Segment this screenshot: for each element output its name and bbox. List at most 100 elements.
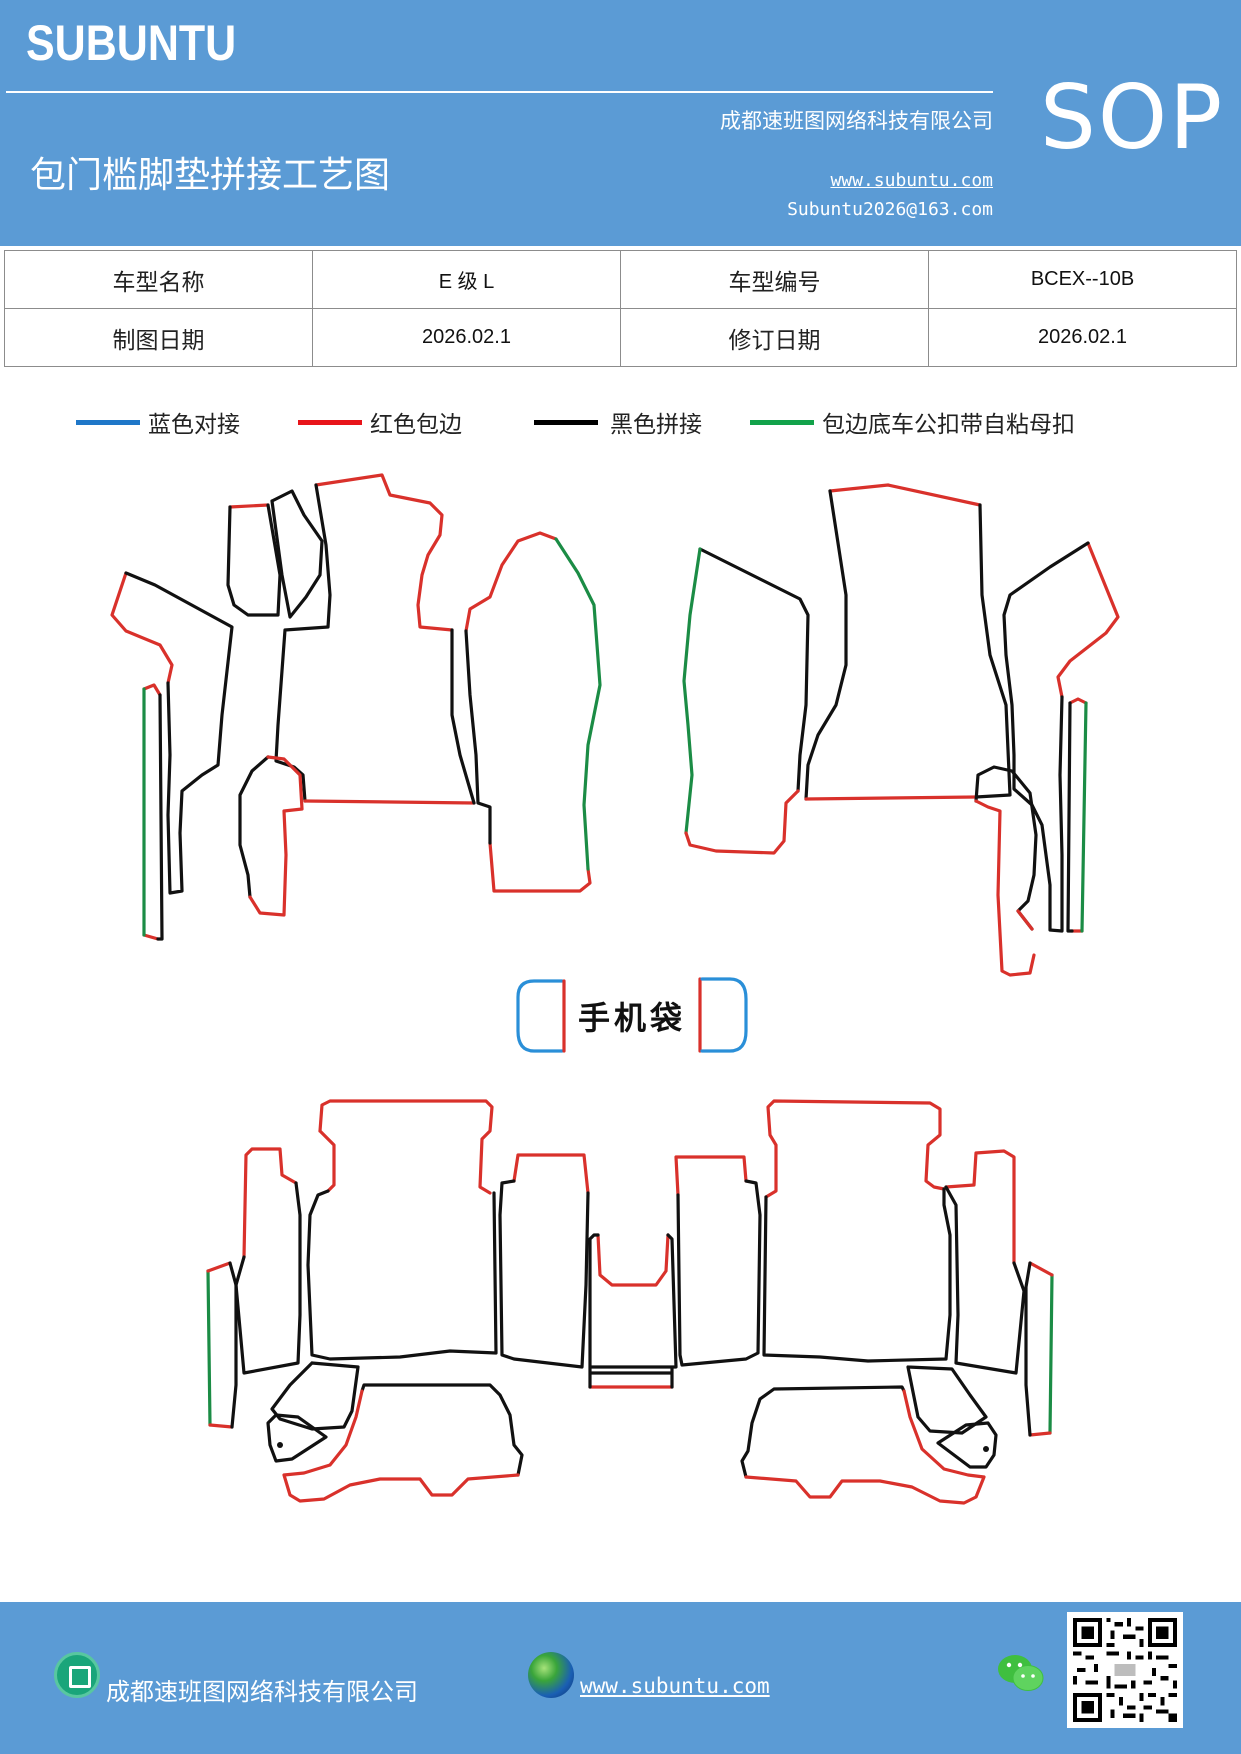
- front-right-sill-black: [1066, 701, 1074, 933]
- front-left-heel-red: [248, 755, 304, 917]
- rear-far-left-red: [242, 1147, 298, 1259]
- qr-code-pattern: [1073, 1618, 1177, 1722]
- draw-date-value: 2026.02.1: [312, 308, 621, 367]
- rear-right-sill-red: [1028, 1261, 1054, 1437]
- rear-left-wedge-black: [270, 1361, 360, 1431]
- website-link[interactable]: www.subuntu.com: [830, 170, 993, 191]
- legend-item-blue: 蓝色对接: [76, 402, 240, 442]
- footer-website-link[interactable]: www.subuntu.com: [580, 1674, 770, 1698]
- model-code-label: 车型编号: [620, 250, 929, 309]
- front-right-left-piece-green: [682, 547, 702, 835]
- front-left-main-outline: [314, 473, 454, 632]
- revise-date-value: 2026.02.1: [928, 308, 1237, 367]
- rear-right-triangle-dot: [983, 1446, 989, 1452]
- revise-date-label: 修订日期: [620, 308, 929, 367]
- front-left-pad-red: [464, 531, 592, 893]
- front-left-piece-a-seam: [226, 503, 282, 617]
- front-right-strip-black: [1002, 541, 1090, 933]
- company-name: 成都速班图网络科技有限公司: [720, 109, 993, 133]
- sop-label: SOP: [1040, 66, 1225, 169]
- model-name-label: 车型名称: [4, 250, 313, 309]
- front-right-main-black: [804, 489, 1012, 801]
- header-divider: [6, 91, 993, 93]
- front-right-heel-black: [974, 765, 1038, 931]
- front-right-strip-red: [1056, 541, 1120, 699]
- table-row: 制图日期 2026.02.1 修订日期 2026.02.1: [4, 308, 1237, 367]
- rear-right-triangle-black: [936, 1421, 998, 1469]
- legend-swatch: [298, 419, 362, 425]
- building-icon: [54, 1652, 100, 1698]
- footer-company-name: 成都速班图网络科技有限公司: [106, 1678, 418, 1706]
- front-left-piece-a: [228, 503, 270, 509]
- legend: 蓝色对接 红色包边 黑色拼接 包边底车公扣带自粘母扣: [0, 402, 1241, 442]
- model-code-value: BCEX--10B: [928, 250, 1237, 309]
- table-row: 车型名称 E 级 L 车型编号 BCEX--10B: [4, 250, 1237, 309]
- rear-center-black: [588, 1233, 678, 1389]
- front-left-strip-seam: [124, 571, 234, 895]
- legend-label: 红色包边: [370, 412, 462, 438]
- rear-right-heel-red: [744, 1389, 986, 1505]
- legend-item-red: 红色包边: [298, 402, 462, 442]
- footer: 成都速班图网络科技有限公司 www.subuntu.com: [0, 1602, 1241, 1754]
- rear-right-top-black: [762, 1187, 952, 1363]
- rear-left-heel-red: [282, 1389, 520, 1503]
- rear-far-right-red: [944, 1149, 1016, 1265]
- qr-code-icon: [1067, 1612, 1183, 1728]
- rear-right-sill-black: [1024, 1261, 1032, 1437]
- front-left-piece-b: [270, 489, 324, 619]
- phone-bag: 手机袋: [516, 977, 748, 1053]
- rear-left-sill-red: [206, 1261, 234, 1429]
- front-left-pad-green: [554, 537, 602, 871]
- rear-left-triangle-black: [266, 1413, 328, 1463]
- rear-right-center-red: [674, 1155, 748, 1197]
- rear-left-triangle-dot: [277, 1442, 283, 1448]
- front-left-bottom-edge: [303, 799, 476, 805]
- legend-label: 蓝色对接: [148, 412, 240, 438]
- rear-right-top-red: [764, 1099, 946, 1199]
- front-left-sill-red: [142, 683, 162, 941]
- floor-mat-diagram: 手机袋: [0, 455, 1241, 1575]
- legend-swatch: [534, 419, 598, 425]
- front-right-left-piece-red: [684, 789, 800, 855]
- draw-date-label: 制图日期: [4, 308, 313, 367]
- rear-right-center-black: [676, 1179, 762, 1367]
- front-left-strip-outline: [110, 571, 174, 685]
- rear-left-top-red: [318, 1099, 494, 1195]
- email-address[interactable]: Subuntu2026@163.com: [787, 199, 993, 220]
- rear-left-top-black: [306, 1189, 498, 1361]
- front-right-heel-red: [974, 799, 1036, 977]
- phone-bag-label: 手机袋: [578, 999, 686, 1037]
- legend-swatch: [750, 419, 814, 425]
- rear-left-center-black: [498, 1179, 590, 1369]
- front-left-pad-black: [464, 629, 492, 845]
- phone-bag-left-blue: [516, 979, 564, 1053]
- rear-left-heel-black: [360, 1383, 524, 1477]
- rear-right-sill-green: [1048, 1273, 1054, 1435]
- floor-mat-svg: 手机袋: [110, 473, 1120, 1505]
- brand-logo: SUBUNTU: [26, 15, 237, 71]
- front-right-sill-red: [1068, 697, 1088, 933]
- front-right-sill-green: [1080, 701, 1088, 933]
- header: SUBUNTU SOP 包门槛脚垫拼接工艺图 成都速班图网络科技有限公司 www…: [0, 0, 1241, 246]
- front-left-main-seam: [274, 483, 332, 803]
- front-right-left-piece-black: [698, 547, 810, 793]
- info-table: 车型名称 E 级 L 车型编号 BCEX--10B 制图日期 2026.02.1…: [4, 250, 1237, 367]
- front-right-top-red: [828, 483, 982, 507]
- front-left-sill-black: [156, 693, 164, 941]
- rear-far-right-black: [944, 1185, 1026, 1375]
- rear-left-sill-black: [228, 1261, 238, 1429]
- page-title: 包门槛脚垫拼接工艺图: [30, 155, 391, 196]
- legend-item-green: 包边底车公扣带自粘母扣: [750, 402, 1075, 442]
- model-name-value: E 级 L: [312, 250, 621, 309]
- rear-right-heel-black: [740, 1385, 906, 1479]
- front-right-mat: [682, 483, 1120, 977]
- legend-label: 包边底车公扣带自粘母扣: [822, 412, 1075, 438]
- front-right-bottom-red: [804, 795, 978, 801]
- front-left-right-seam: [450, 628, 476, 805]
- legend-label: 黑色拼接: [610, 412, 702, 438]
- legend-item-black: 黑色拼接: [534, 402, 702, 442]
- front-left-heel-black: [238, 755, 270, 899]
- rear-left-center-red: [512, 1153, 590, 1195]
- rear-mats: [206, 1099, 1054, 1505]
- front-left-mat: [110, 473, 602, 941]
